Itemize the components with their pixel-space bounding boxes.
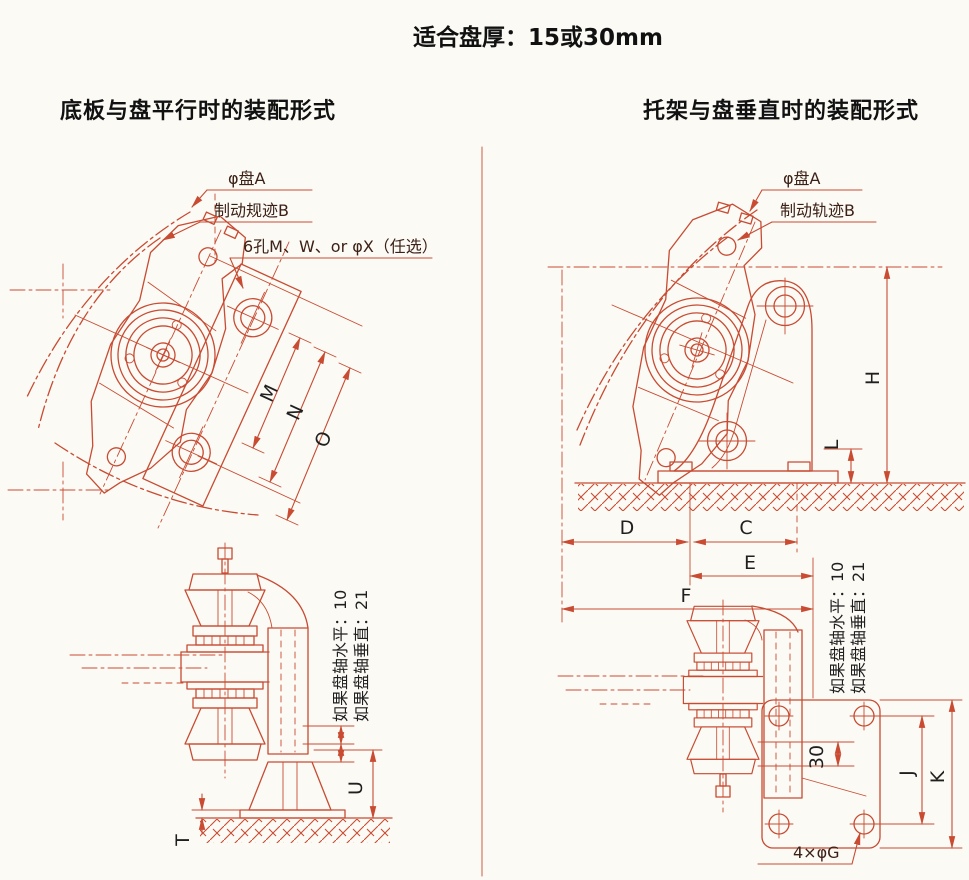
dim-letter-o: O [310,428,336,451]
dim-extension-lines [689,482,814,699]
dim-letter-l: L [821,439,843,450]
right-assembly-view: φ盘A 制动轨迹B H L D C E F [547,169,966,699]
gap-dims-left [302,724,355,764]
ground-hatch-right [578,484,964,511]
dim-letter-m: M [256,381,283,405]
dim-letter-e: E [744,552,756,574]
left-side-view: U T 如果盘轴水平：10 如果盘轴垂直：21 [69,542,393,847]
dim-lines-mno [197,255,363,526]
dim-letter-u: U [345,781,367,795]
jk-extension-lines [876,699,963,849]
label-disc-diameter-left: φ盘A [228,169,266,188]
pedestal [239,761,346,819]
dim-letter-d: D [620,517,635,539]
bolt-hole [764,809,794,839]
ground-hatch-left [200,819,390,843]
dim-letter-f: F [681,585,692,607]
dim-letter-k: K [927,770,949,783]
bolt-hole [849,701,879,731]
left-assembly-view: φ盘A 制动规迹B 6孔M、W、or φX（任选） M N O [7,169,438,529]
left-view-title: 底板与盘平行时的装配形式 [60,99,337,124]
dim-letter-j: J [896,770,918,777]
dim-letter-n: N [283,401,309,423]
note-axis-horizontal-right: 如果盘轴水平：10 [828,562,847,694]
label-brake-track-right: 制动轨迹B [780,201,855,220]
base-plate [142,263,302,507]
label-brake-track-left: 制动规迹B [214,201,289,220]
right-side-view: 30 J K 4×φG 如果盘轴水平：10 如果盘轴垂直：21 [557,562,963,865]
dim-flange-30: 30 [806,745,828,769]
label-disc-diameter-right: φ盘A [783,169,821,188]
bolt-hole [764,701,794,731]
c-frame-column-left [247,574,309,755]
mounting-plate [761,699,881,849]
dim-letter-t: T [172,834,194,847]
right-view-title: 托架与盘垂直时的装配形式 [643,99,920,124]
bolt-hole [849,809,879,839]
mounting-bracket [657,277,839,484]
label-bolt-holes-g: 4×φG [793,843,840,862]
label-mount-holes: 6孔M、W、or φX（任选） [243,237,438,256]
page-title: 适合盘厚：15或30mm [413,25,663,51]
c-frame-column-right [744,605,803,799]
note-axis-vertical-right: 如果盘轴垂直：21 [849,562,868,694]
dim-letter-c: C [739,517,752,539]
dim-letter-h: H [862,371,884,385]
note-axis-vertical-left: 如果盘轴垂直：21 [352,590,371,722]
note-axis-horizontal-left: 如果盘轴水平：10 [331,590,350,722]
